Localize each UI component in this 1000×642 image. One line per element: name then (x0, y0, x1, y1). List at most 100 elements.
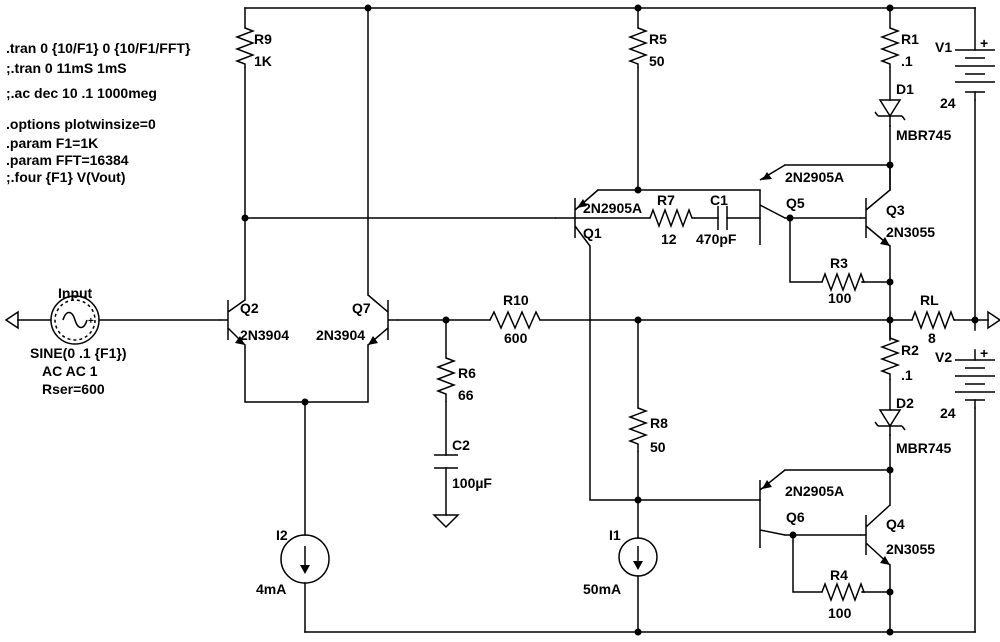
value-i2: 4mA (256, 581, 286, 597)
diode-d2 (874, 409, 906, 436)
directive-line: .tran 0 {10/F1} 0 {10/F1/FFT} (6, 40, 191, 56)
value-d1: MBR745 (896, 127, 951, 143)
label-r7: R7 (657, 192, 675, 208)
model-q3: 2N3055 (886, 224, 935, 240)
transistor-q3 (860, 189, 891, 247)
value-r6: 66 (458, 387, 474, 403)
ground-and-ports (4, 310, 1000, 529)
value-v1: 24 (940, 95, 956, 111)
label-q7: Q7 (352, 300, 371, 316)
label-d1: D1 (896, 81, 914, 97)
wires (17, 7, 989, 633)
label-r6: R6 (458, 365, 476, 381)
output-port (987, 310, 1000, 330)
label-r2: R2 (901, 342, 919, 358)
value-i1: 50mA (583, 581, 621, 597)
component-labels: R9 1K R5 50 R1 .1 V1 24 D1 MBR745 2N2905… (30, 31, 988, 621)
model-q5: 2N2905A (785, 169, 844, 185)
junctions (241, 4, 979, 636)
value-r7: 12 (661, 231, 677, 247)
directive-line: .param FFT=16384 (6, 152, 129, 168)
transistors (220, 164, 891, 566)
value-c1: 470pF (696, 231, 737, 247)
label-rl: RL (920, 292, 939, 308)
resistor-r10 (489, 310, 541, 330)
source-spec-line: Rser=600 (42, 381, 105, 397)
model-q7: 2N3904 (316, 327, 365, 343)
resistor-r4 (821, 581, 866, 603)
capacitor-c2 (434, 454, 458, 469)
directive-line: .param F1=1K (6, 135, 98, 151)
resistor-r8 (627, 407, 649, 452)
label-c1: C1 (710, 192, 728, 208)
current-source-i1 (618, 537, 658, 577)
model-q4: 2N3055 (886, 541, 935, 557)
current-source-i2 (280, 534, 330, 584)
resistor-rl (911, 309, 955, 331)
label-v2: V2 (935, 349, 952, 365)
resistor-r9 (234, 27, 256, 68)
transistor-q7 (367, 294, 398, 346)
value-r1: .1 (901, 53, 913, 69)
label-input: Input (58, 285, 93, 301)
value-r9: 1K (254, 53, 272, 69)
current-sources (280, 534, 658, 584)
transistor-q1 (555, 189, 599, 247)
batteries (955, 49, 995, 409)
diodes (874, 99, 906, 436)
label-q5: Q5 (786, 195, 805, 211)
label-q1: Q1 (583, 225, 602, 241)
battery-v2 (955, 359, 995, 409)
label-r9: R9 (254, 31, 272, 47)
input-port (4, 310, 19, 330)
ground-symbol (432, 514, 460, 529)
value-r8: 50 (650, 439, 666, 455)
label-v1: V1 (935, 39, 952, 55)
battery-v1 (955, 49, 995, 101)
value-r10: 600 (504, 330, 528, 346)
value-r5: 50 (649, 53, 665, 69)
value-c2: 100µF (452, 475, 492, 491)
model-q2: 2N3904 (240, 327, 289, 343)
capacitors (434, 206, 728, 469)
resistor-r7 (649, 207, 695, 229)
value-v2: 24 (940, 405, 956, 421)
transistor-q4 (860, 504, 891, 566)
resistor-r6 (435, 357, 457, 402)
resistor-r2 (879, 337, 901, 380)
label-q6: Q6 (786, 509, 805, 525)
polarity-v2: + (980, 345, 988, 361)
label-c2: C2 (452, 437, 470, 453)
directive-line: ;.four {F1} V(Vout) (6, 169, 126, 185)
label-i2: I2 (276, 527, 288, 543)
value-r2: .1 (901, 367, 913, 383)
label-q2: Q2 (240, 300, 259, 316)
label-q4: Q4 (886, 516, 905, 532)
value-r3: 100 (828, 290, 852, 306)
transistor-q6 (759, 469, 786, 548)
resistor-r5 (627, 27, 649, 68)
resistor-r1 (879, 27, 901, 68)
transistor-q2 (220, 299, 246, 346)
transistor-q5 (759, 164, 786, 245)
label-i1: I1 (609, 527, 621, 543)
polarity-input: + (88, 316, 94, 327)
model-q1: 2N2905A (583, 200, 642, 216)
signal-source-input (50, 295, 100, 345)
label-d2: D2 (896, 395, 914, 411)
diode-d1 (874, 99, 906, 127)
resistors (234, 27, 955, 603)
directive-line: ;.ac dec 10 .1 1000meg (6, 85, 157, 101)
source-spec-line: SINE(0 .1 {F1}) (30, 345, 126, 361)
value-rl: 8 (928, 330, 936, 346)
value-d2: MBR745 (896, 440, 951, 456)
polarity-v1: + (980, 35, 988, 51)
directive-line: ;.tran 0 11mS 1mS (6, 60, 127, 76)
label-r5: R5 (649, 31, 667, 47)
label-r10: R10 (503, 292, 529, 308)
model-q6: 2N2905A (785, 483, 844, 499)
label-r8: R8 (650, 415, 668, 431)
label-q3: Q3 (886, 202, 905, 218)
label-r1: R1 (901, 31, 919, 47)
label-r3: R3 (830, 255, 848, 271)
